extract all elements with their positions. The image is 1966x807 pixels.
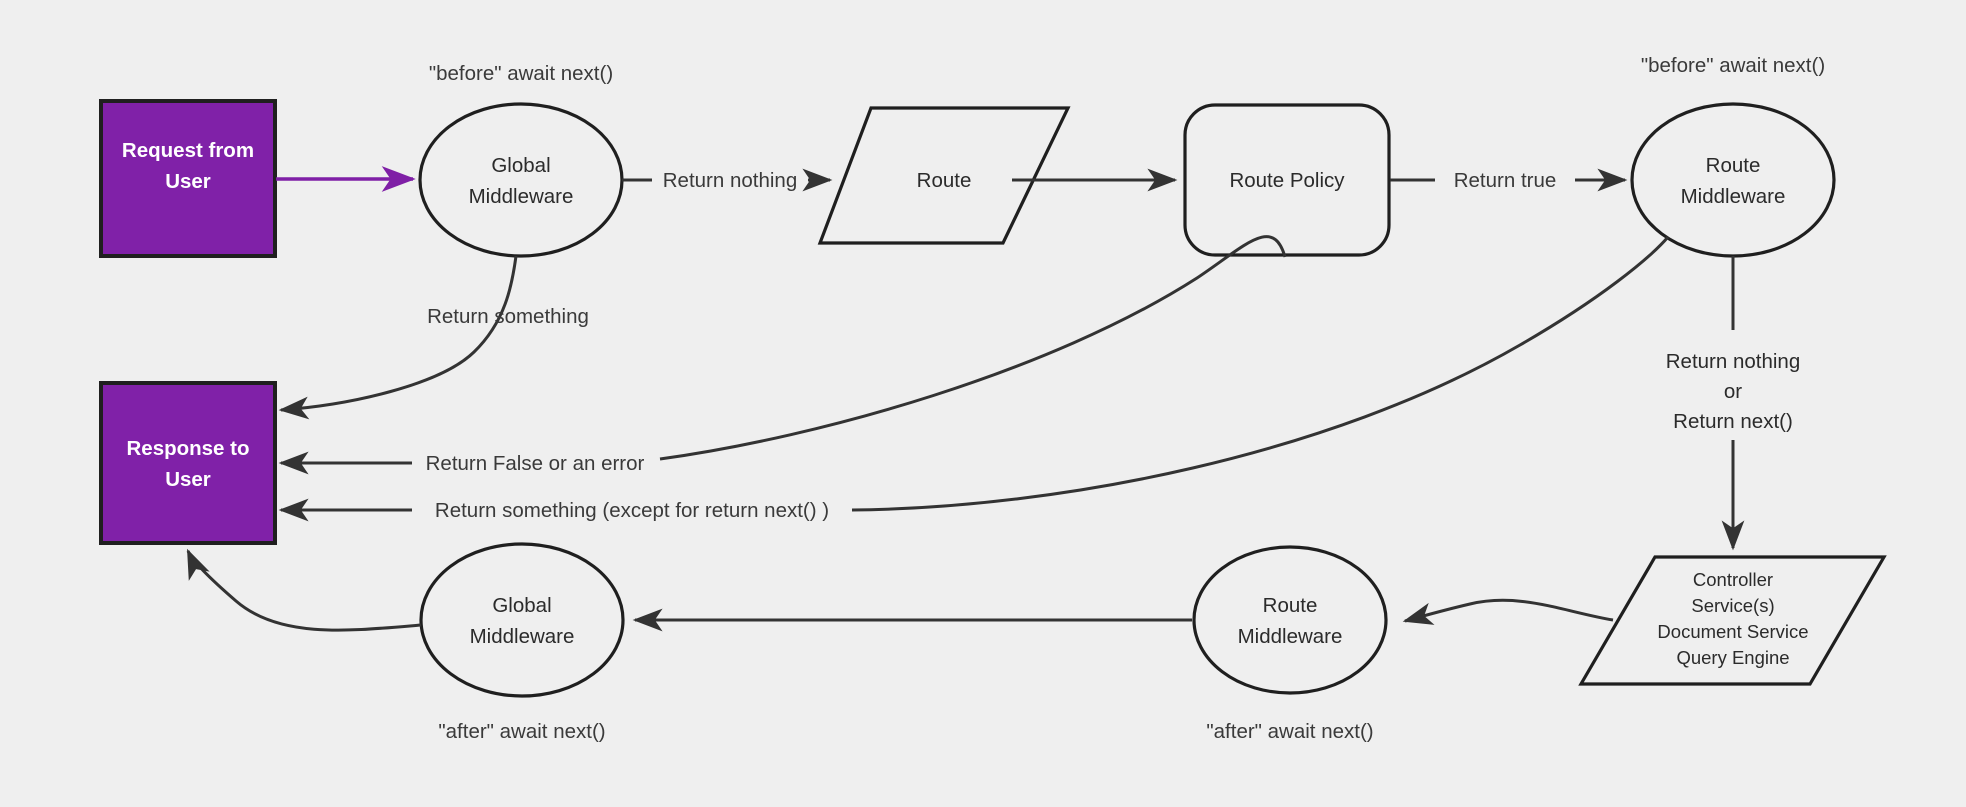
- controller-services-shape: [1578, 555, 1887, 686]
- edge-label-return-next: Return next(): [1673, 410, 1793, 433]
- edge-global-return-something: [278, 255, 518, 420]
- global-middleware-after-label-line2: Middleware: [470, 625, 575, 648]
- node-response-to-user[interactable]: Response to User: [99, 381, 277, 545]
- edge-policy-false-curve: [659, 235, 1287, 461]
- annotation-after-route-middleware: "after" await next(): [1206, 720, 1373, 743]
- route-middleware-after-label-line2: Middleware: [1238, 625, 1343, 648]
- edge-global-mw-after-to-response: [186, 548, 422, 632]
- node-controller-services[interactable]: Controller Service(s) Document Service Q…: [1578, 555, 1887, 686]
- node-global-middleware-before[interactable]: Global Middleware: [418, 102, 624, 258]
- global-middleware-after-label-line1: Global: [492, 594, 551, 617]
- global-middleware-before-label-line1: Global: [491, 154, 550, 177]
- route-middleware-before-shape: [1630, 102, 1836, 258]
- node-route-policy[interactable]: Route Policy: [1183, 103, 1391, 257]
- route-middleware-after-label-line1: Route: [1263, 594, 1318, 617]
- annotation-before-global-middleware: "before" await next(): [429, 62, 613, 85]
- edge-label-return-nothing-2: Return nothing: [1666, 350, 1800, 373]
- edge-label-return-true: Return true: [1454, 169, 1557, 192]
- request-box-shape: [99, 99, 277, 258]
- edge-label-return-something-except-next: Return something (except for return next…: [435, 499, 829, 522]
- route-middleware-before-label-line2: Middleware: [1681, 185, 1786, 208]
- node-route-middleware-after[interactable]: Route Middleware: [1192, 545, 1388, 695]
- request-label-line1: Request from: [122, 139, 254, 162]
- route-policy-label: Route Policy: [1229, 169, 1345, 192]
- route-policy-shape: [1183, 103, 1391, 257]
- response-label-line1: Response to: [126, 437, 249, 460]
- response-label-line2: User: [165, 468, 211, 491]
- edge-label-return-false-or-error: Return False or an error: [426, 452, 645, 475]
- global-middleware-before-label-line2: Middleware: [469, 185, 574, 208]
- node-route[interactable]: Route: [817, 106, 1071, 245]
- global-middleware-after-shape: [419, 542, 625, 698]
- edge-controller-to-route-middleware-after: [1402, 598, 1614, 625]
- node-request-from-user[interactable]: Request from User: [99, 99, 277, 258]
- request-label-line2: User: [165, 170, 211, 193]
- node-global-middleware-after[interactable]: Global Middleware: [419, 542, 625, 698]
- global-middleware-before-shape: [418, 102, 624, 258]
- controller-label-line2: Service(s): [1691, 595, 1774, 616]
- node-route-middleware-before[interactable]: Route Middleware: [1630, 102, 1836, 258]
- edge-label-return-nothing: Return nothing: [663, 169, 797, 192]
- route-label: Route: [917, 169, 972, 192]
- route-shape: [817, 106, 1071, 245]
- route-middleware-before-label-line1: Route: [1706, 154, 1761, 177]
- edge-label-return-something: Return something: [427, 305, 589, 328]
- response-box-shape: [99, 381, 277, 545]
- annotation-before-route-middleware: "before" await next(): [1641, 54, 1825, 77]
- controller-label-line1: Controller: [1693, 569, 1773, 590]
- route-middleware-after-shape: [1192, 545, 1388, 695]
- controller-label-line4: Query Engine: [1676, 647, 1789, 668]
- controller-label-line3: Document Service: [1657, 621, 1808, 642]
- annotation-after-global-middleware: "after" await next(): [438, 720, 605, 743]
- edge-route-mw-return-something-curve: [851, 236, 1670, 512]
- edge-label-or: or: [1724, 380, 1742, 403]
